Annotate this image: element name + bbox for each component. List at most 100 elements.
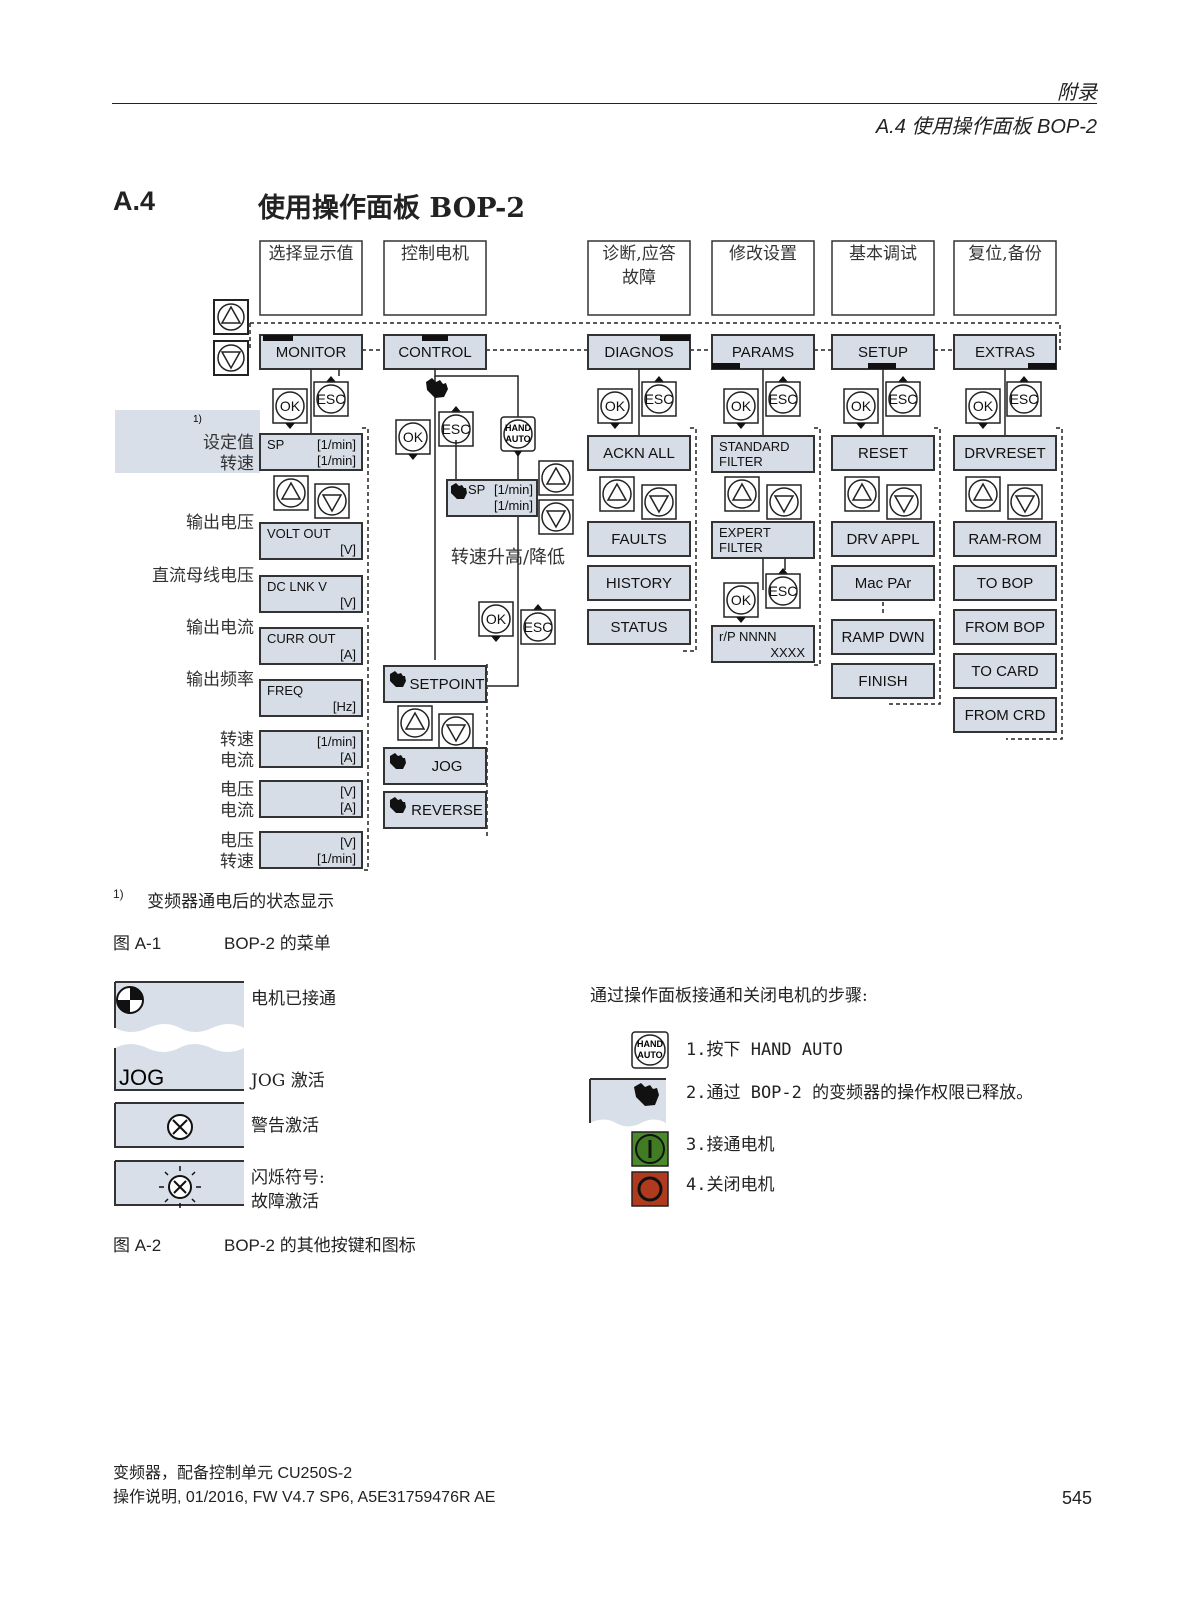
setup-item[interactable]: FINISH xyxy=(831,663,935,699)
svg-text:DC LNK V: DC LNK V xyxy=(267,579,327,594)
svg-text:[1/min]: [1/min] xyxy=(317,734,356,749)
monitor-item-label: 输出电压 xyxy=(186,513,254,533)
esc-key[interactable]: ESC xyxy=(313,376,349,417)
up-key[interactable] xyxy=(213,299,249,335)
svg-text:MONITOR: MONITOR xyxy=(276,344,347,361)
extras-item[interactable]: TO BOP xyxy=(953,565,1057,601)
legend-text-2: JOG 激活 xyxy=(251,1071,325,1091)
svg-text:DIAGNOS: DIAGNOS xyxy=(604,344,673,361)
monitor-item[interactable]: [1/min][A] xyxy=(259,730,363,768)
down-key[interactable] xyxy=(314,483,350,519)
svg-text:ESC: ESC xyxy=(442,421,471,437)
control-item[interactable]: JOG xyxy=(383,747,487,785)
diagnos-item[interactable]: HISTORY xyxy=(587,565,691,601)
svg-text:HISTORY: HISTORY xyxy=(606,575,672,592)
svg-text:TO BOP: TO BOP xyxy=(977,575,1033,592)
monitor-item-label: 转速电流 xyxy=(220,730,254,771)
svg-text:[V]: [V] xyxy=(340,542,356,557)
down-key[interactable] xyxy=(438,713,474,749)
svg-text:DRVRESET: DRVRESET xyxy=(964,445,1045,462)
ok-key[interactable]: OK xyxy=(478,601,514,642)
footnote: 1) 变频器通电后的状态显示 xyxy=(113,887,335,912)
up-key[interactable] xyxy=(397,705,433,741)
extras-item[interactable]: FROM CRD xyxy=(953,697,1057,733)
extras-item[interactable]: FROM BOP xyxy=(953,609,1057,645)
svg-text:OK: OK xyxy=(851,398,872,414)
extras-item[interactable]: DRVRESET xyxy=(953,435,1057,471)
control-item[interactable]: REVERSE xyxy=(383,791,487,829)
esc-key[interactable]: ESC xyxy=(765,568,801,609)
diagnos-item[interactable]: FAULTS xyxy=(587,521,691,557)
up-key[interactable] xyxy=(965,476,1001,512)
speed-change-note: 转速升高/降低 xyxy=(451,547,565,568)
up-key[interactable] xyxy=(724,476,760,512)
ok-key[interactable]: OK xyxy=(723,388,759,429)
setup-item[interactable]: Mac PAr xyxy=(831,565,935,601)
extras-item[interactable]: TO CARD xyxy=(953,653,1057,689)
extras-item[interactable]: RAM-ROM xyxy=(953,521,1057,557)
esc-key[interactable]: ESC xyxy=(1006,376,1042,417)
setup-item[interactable]: RESET xyxy=(831,435,935,471)
esc-key[interactable]: ESC xyxy=(885,376,921,417)
monitor-item[interactable]: [V][1/min] xyxy=(259,831,363,869)
down-key[interactable] xyxy=(213,340,249,376)
esc-key[interactable]: ESC xyxy=(520,604,556,645)
monitor-item[interactable]: [V][A] xyxy=(259,780,363,818)
diagnos-item[interactable]: ACKN ALL xyxy=(587,435,691,471)
monitor-item[interactable]: SP[1/min][1/min] xyxy=(259,433,363,471)
menu-monitor[interactable]: MONITOR xyxy=(259,334,363,370)
menu-extras[interactable]: EXTRAS xyxy=(953,334,1057,370)
step-1: 1.按下 HAND AUTO xyxy=(686,1040,843,1060)
down-key[interactable] xyxy=(886,484,922,520)
up-key[interactable] xyxy=(273,475,309,511)
ok-key[interactable]: OK xyxy=(843,388,879,429)
down-key[interactable] xyxy=(538,499,574,535)
menu-control[interactable]: CONTROL xyxy=(383,334,487,370)
monitor-item[interactable]: VOLT OUT[V] xyxy=(259,522,363,560)
ok-key[interactable]: OK xyxy=(723,582,759,623)
step-4: 4.关闭电机 xyxy=(686,1175,775,1195)
monitor-item[interactable]: FREQ[Hz] xyxy=(259,679,363,717)
menu-params[interactable]: PARAMS xyxy=(711,334,815,370)
up-key[interactable] xyxy=(844,476,880,512)
heading-setup: 基本调试 xyxy=(849,244,917,264)
menu-diagnos[interactable]: DIAGNOS xyxy=(587,334,691,370)
menu-setup[interactable]: SETUP xyxy=(831,334,935,370)
step-3: 3.接通电机 xyxy=(686,1135,775,1155)
setup-item[interactable]: RAMP DWN xyxy=(831,619,935,655)
ok-key[interactable]: OK xyxy=(395,419,431,460)
esc-key[interactable]: ESC xyxy=(438,406,474,447)
diagnos-item[interactable]: STATUS xyxy=(587,609,691,645)
heading-extras: 复位,备份 xyxy=(968,244,1041,264)
jog-display-text: JOG xyxy=(119,1065,164,1090)
ok-key[interactable]: OK xyxy=(272,388,308,429)
svg-text:[V]: [V] xyxy=(340,835,356,850)
down-key[interactable] xyxy=(1007,484,1043,520)
svg-text:DRV APPL: DRV APPL xyxy=(846,531,919,548)
svg-text:ESC: ESC xyxy=(317,391,346,407)
hand-auto-key-icon: HAND AUTO xyxy=(631,1031,669,1069)
svg-text:[Hz]: [Hz] xyxy=(333,699,356,714)
page-number: 545 xyxy=(1061,1488,1092,1508)
ok-key[interactable]: OK xyxy=(597,388,633,429)
ok-key[interactable]: OK xyxy=(965,388,1001,429)
setup-item[interactable]: DRV APPL xyxy=(831,521,935,557)
svg-text:OK: OK xyxy=(403,429,424,445)
monitor-item[interactable]: CURR OUT[A] xyxy=(259,627,363,665)
up-key[interactable] xyxy=(599,476,635,512)
control-item[interactable]: SETPOINT xyxy=(383,665,487,703)
hand-auto-key[interactable]: HAND AUTO xyxy=(500,416,536,457)
down-key[interactable] xyxy=(766,484,802,520)
control-sp-box[interactable]: SP [1/min] [1/min] xyxy=(446,479,538,517)
footnote-ref: 1) xyxy=(193,414,202,425)
esc-key[interactable]: ESC xyxy=(641,376,677,417)
monitor-item[interactable]: DC LNK V[V] xyxy=(259,575,363,613)
up-key[interactable] xyxy=(538,460,574,496)
svg-text:ESC: ESC xyxy=(889,391,918,407)
down-key[interactable] xyxy=(641,484,677,520)
esc-key[interactable]: ESC xyxy=(765,376,801,417)
on-key-icon xyxy=(631,1131,669,1167)
